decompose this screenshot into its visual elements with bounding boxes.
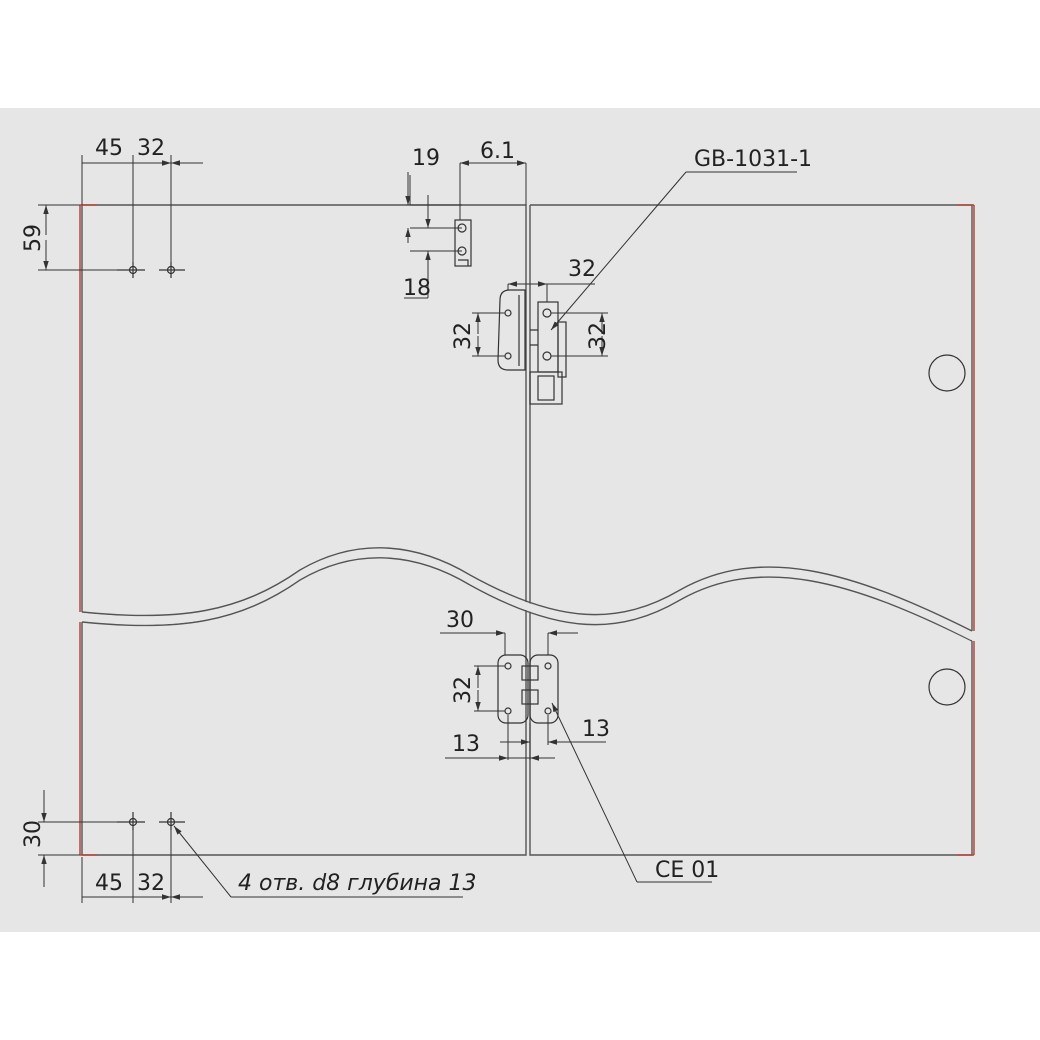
top-left-holes: [117, 262, 185, 278]
dim-text: 6.1: [480, 139, 515, 164]
dim-text: 30: [446, 608, 474, 633]
callout-ce-01: CE 01: [551, 702, 719, 883]
dim-text: 32: [451, 322, 476, 350]
bottom-left-holes: [117, 812, 185, 830]
dim-text: 19: [412, 146, 440, 171]
dim-text: 13: [582, 717, 610, 742]
lower-hinge: [497, 654, 559, 724]
dimension-top-left: 45 32: [81, 136, 203, 263]
dim-text: 18: [403, 276, 431, 301]
left-door-panel: [79, 204, 527, 856]
part-label: GB-1031-1: [694, 147, 812, 172]
dimension-plate: 19 18 6.1: [403, 139, 527, 301]
drawing-background: [0, 108, 1040, 932]
dim-text: 32: [568, 257, 596, 282]
part-label: CE 01: [655, 858, 719, 883]
dimension-lower-hinge: 30 32 13 13: [440, 608, 610, 761]
handle-hole-upper: [928, 354, 966, 392]
break-line: [81, 547, 973, 642]
callout-holes-note: 4 отв. d8 глубина 13: [173, 825, 477, 898]
dimension-bottom-left-30: 30: [21, 790, 125, 887]
dim-text: 13: [452, 732, 480, 757]
dim-text: 45: [95, 871, 123, 896]
dimension-bottom-left: 45 32: [81, 830, 203, 903]
holes-note: 4 отв. d8 глубина 13: [238, 871, 477, 896]
dim-text: 30: [21, 820, 46, 848]
upper-hinge: [497, 289, 567, 405]
right-door-panel: [529, 204, 975, 856]
dim-text: 45: [95, 136, 123, 161]
dim-text: 32: [451, 676, 476, 704]
dimension-left-59: 59: [21, 204, 125, 271]
handle-hole-lower: [928, 668, 966, 706]
dim-text: 32: [137, 136, 165, 161]
dimension-upper-hinge: 32 32 32: [451, 257, 611, 357]
dim-text: 59: [21, 224, 46, 252]
dim-text: 32: [586, 322, 611, 350]
callout-gb-1031-1: GB-1031-1: [550, 147, 812, 331]
dim-text: 32: [137, 871, 165, 896]
